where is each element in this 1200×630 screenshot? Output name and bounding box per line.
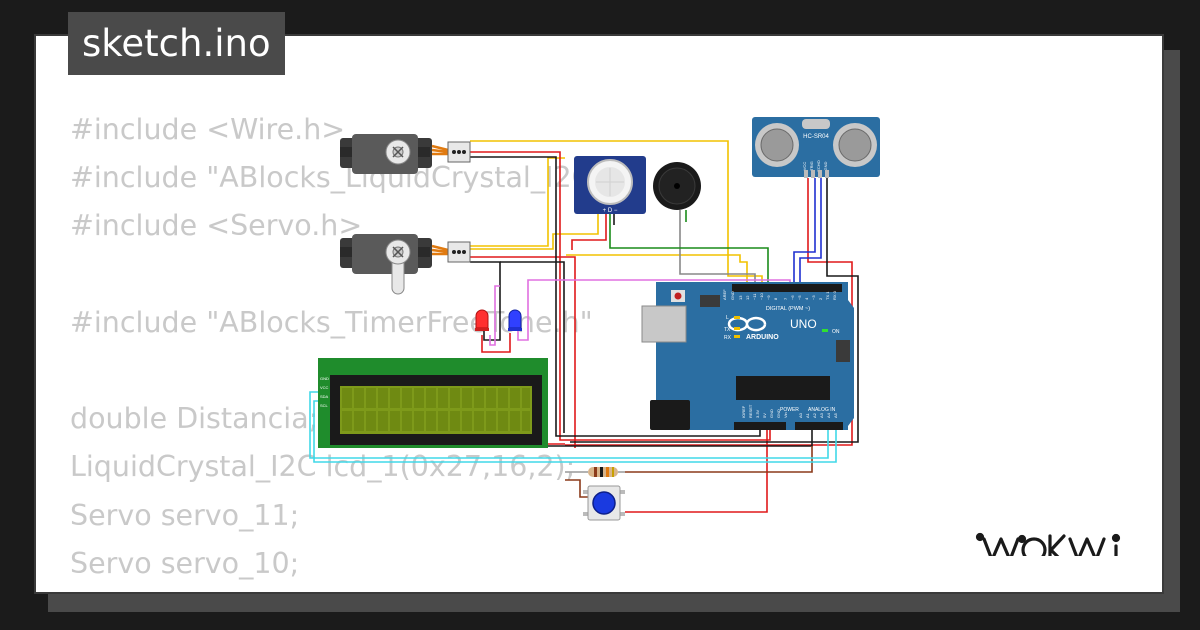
wokwi-logo [975,532,1121,556]
arduino-pin-label: Vin [783,412,788,418]
wire-cyan [309,391,829,459]
arduino-pin-label: 5V [762,413,767,418]
lcd-display[interactable]: GND VCC SDA SCL [318,358,548,448]
arduino-uno[interactable]: UNO ARDUINO DIGITAL (PWM ~) POWER ANALOG… [641,282,854,430]
arduino-pin-label: GND [769,409,774,418]
arduino-brand: ARDUINO [746,334,779,341]
arduino-pin-label: TX 1 [825,291,830,300]
arduino-pin-label: GND [776,409,781,418]
wire-black [470,156,761,437]
arduino-pin-label: ~3 [811,295,816,300]
wire-black [470,261,501,341]
wire-pink [489,285,500,346]
servo-2[interactable] [340,234,471,295]
code-line: double Distancia; [70,402,319,436]
ultrasonic-pin-label: VCC [802,162,807,171]
arduino-digital-pin-labels: AREF GND 13 12 ~11 ~10 ~9 8 7 ~6 ~5 4 ~3… [722,289,837,300]
arduino-pin-label: A4 [826,412,831,418]
wire-pink [517,279,791,341]
arduino-pin-label: IOREF [741,405,746,418]
wire-green [609,214,769,290]
pir-pin-labels: + D − [603,208,618,214]
ultrasonic-pin-label: GND [823,161,828,170]
wires [309,140,859,513]
push-button[interactable] [583,485,625,521]
pir-sensor[interactable]: + D − [574,156,646,214]
lcd-pin-label: SDA [320,394,329,399]
arduino-pin-label: ~10 [759,292,764,300]
lcd-pin-label: GND [320,376,329,381]
wire-red [481,333,511,353]
arduino-pin-label: 13 [738,295,743,300]
resistor[interactable] [565,467,625,477]
code-line: #include <Servo.h> [70,209,363,243]
code-line: LiquidCrystal_I2C lcd_1(0x27,16,2); [70,450,576,484]
ultrasonic-sensor[interactable]: HC-SR04 VCC TRIG ECHO GND [752,117,880,178]
wire-cyan [313,400,837,463]
arduino-pin-label: RESET [748,404,753,418]
file-tab[interactable]: sketch.ino [68,12,285,75]
arduino-pin-label: A3 [819,412,824,418]
arduino-pin-label: ~6 [790,295,795,300]
wire-red [571,214,607,250]
wire-red [470,256,576,448]
lcd-pin-label: VCC [320,385,329,390]
wire-red [565,178,853,446]
arduino-digital-label: DIGITAL (PWM ~) [766,306,810,312]
buzzer[interactable] [653,162,701,210]
wire-brown [625,446,813,473]
arduino-power-pin-labels: IOREF RESET 3.3V 5V GND GND Vin A0 A1 A2… [741,404,838,418]
ultrasonic-pin-label: TRIG [809,161,814,171]
wire-red [470,151,771,441]
arduino-led-label: TX [724,327,731,333]
arduino-pin-label: A1 [805,412,810,418]
ultrasonic-label: HC-SR04 [803,134,829,140]
arduino-pin-label: 7 [783,297,788,300]
wire-grey [679,210,756,290]
wire-yellow [470,214,599,250]
arduino-pin-label: 3.3V [755,409,760,418]
arduino-led-label: RX [724,335,732,341]
arduino-pin-label: RX 0 [832,290,837,300]
code-line: Servo servo_10; [70,546,300,580]
arduino-model: UNO [790,317,817,331]
arduino-pin-label: AREF [722,289,727,300]
arduino-analog-label: ANALOG IN [808,407,836,413]
ultrasonic-pin-label: ECHO [816,160,821,172]
wire-brown [565,479,588,498]
arduino-pin-label: A0 [798,412,803,418]
arduino-pin-label: A5 [833,412,838,418]
arduino-pin-label: 8 [773,297,778,300]
wire-black [500,261,565,433]
arduino-pin-label: A2 [812,412,817,418]
led-blue[interactable] [508,309,522,331]
code-line: #include <Wire.h> [70,113,346,146]
arduino-on-label: ON [832,329,840,335]
wire-red [625,425,768,513]
arduino-pin-label: ~5 [797,295,802,300]
wire-black [570,178,859,443]
wire-blue [799,178,822,290]
arduino-pin-label: 2 [818,297,823,300]
arduino-power-label: POWER [780,407,799,413]
arduino-pin-label: ~9 [766,295,771,300]
arduino-pin-label: ~11 [752,293,757,300]
code-line: Servo servo_11; [70,498,300,532]
wire-yellow [470,157,565,247]
wire-blue [793,178,816,290]
arduino-pin-label: 12 [745,295,750,300]
arduino-pin-label: 4 [804,297,809,300]
arduino-pin-label: GND [730,291,735,300]
arduino-led-label: L [726,315,729,321]
servo-1[interactable] [340,134,471,174]
led-red[interactable] [475,309,489,331]
preview-card: #include <Wire.h>#include "ABlocks_Liqui… [34,34,1164,594]
lcd-pin-label: SCL [320,403,329,408]
wire-yellow [566,254,748,290]
